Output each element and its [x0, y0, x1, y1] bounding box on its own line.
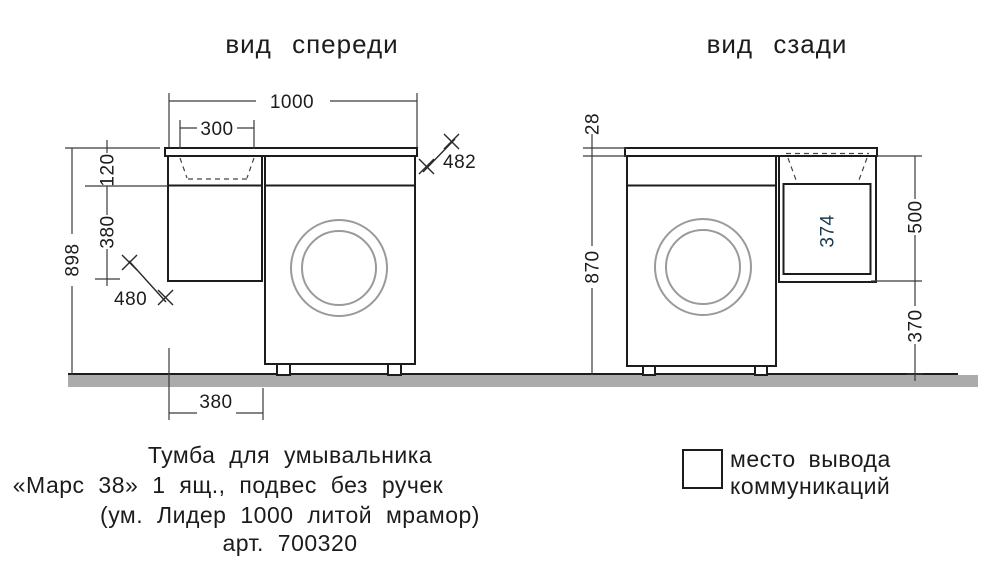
dim-label-380-width: 380 [199, 392, 232, 413]
front-sink-basin [179, 157, 255, 180]
dim-overall-height: 898 [63, 148, 84, 375]
back-sink-basin [786, 152, 869, 181]
front-drawer-cabinet [167, 155, 263, 282]
front-countertop [164, 147, 418, 157]
dim-label-500: 500 [906, 200, 927, 233]
dim-label-28: 28 [583, 113, 604, 135]
dim-height-under-counter: 870 [583, 134, 604, 375]
dim-label-482: 482 [443, 152, 476, 173]
dim-label-370: 370 [906, 309, 927, 342]
legend-swatch [682, 449, 723, 489]
caption-model: «Марс 38» 1 ящ., подвес без ручек [13, 472, 444, 498]
front-view-drawing [164, 147, 418, 376]
dim-drawer-depth: 480 [114, 254, 174, 310]
dim-label-300: 300 [200, 119, 233, 140]
back-countertop [624, 147, 878, 157]
dim-label-480: 480 [114, 289, 147, 310]
caption-article-number: арт. 700320 [222, 530, 357, 556]
back-machine-door-outer [654, 218, 752, 316]
front-view-title: вид спереди [225, 29, 398, 59]
dim-comm-zone-floor-offset: 370 [906, 309, 927, 381]
comm-zone-box [782, 183, 872, 275]
front-machine-foot-right [387, 363, 402, 376]
caption: Тумба для умывальника «Марс 38» 1 ящ., п… [13, 442, 480, 556]
dim-label-380-height: 380 [98, 215, 119, 248]
back-view-title: вид сзади [707, 29, 848, 59]
dim-label-374: 374 [818, 214, 839, 247]
floor-bar [68, 375, 978, 387]
dim-countertop-thickness: 28 [583, 113, 627, 157]
legend: место вывода коммуникаций [682, 446, 891, 499]
legend-label-line1: место вывода [730, 446, 891, 472]
front-machine-door-outer [290, 219, 388, 317]
back-view-dimensions: 28 870 500 370 [583, 113, 927, 381]
caption-product-name: Тумба для умывальника [148, 442, 432, 468]
dim-label-120: 120 [98, 153, 119, 186]
back-machine-foot-right [754, 365, 768, 376]
dim-label-870: 870 [583, 250, 604, 283]
back-machine-foot-left [642, 365, 656, 376]
back-view-drawing: 374 [624, 147, 878, 376]
dim-drawer-height: 380 [98, 186, 119, 286]
front-machine-foot-left [276, 363, 291, 376]
back-sink-cabinet: 374 [778, 152, 877, 283]
dim-sink-width: 300 [179, 119, 255, 149]
front-washing-machine [264, 155, 416, 376]
front-view-dimensions: 1000 300 482 120 [63, 92, 476, 420]
front-machine-door-inner [301, 230, 377, 306]
caption-sink-spec: (ум. Лидер 1000 литой мрамор) [100, 502, 480, 528]
back-machine-door-inner [665, 229, 741, 305]
dim-overall-width: 1000 [168, 92, 418, 147]
dim-label-898: 898 [63, 243, 84, 276]
dim-counter-depth: 482 [418, 133, 476, 175]
dim-apron-height: 120 [98, 140, 119, 187]
legend-label-line2: коммуникаций [730, 473, 890, 499]
floor [68, 373, 978, 387]
dim-drawer-bottom-width: 380 [168, 348, 264, 420]
back-washing-machine [626, 155, 777, 376]
dim-label-1000: 1000 [270, 92, 314, 113]
dim-comm-zone-height: 500 [871, 155, 927, 306]
